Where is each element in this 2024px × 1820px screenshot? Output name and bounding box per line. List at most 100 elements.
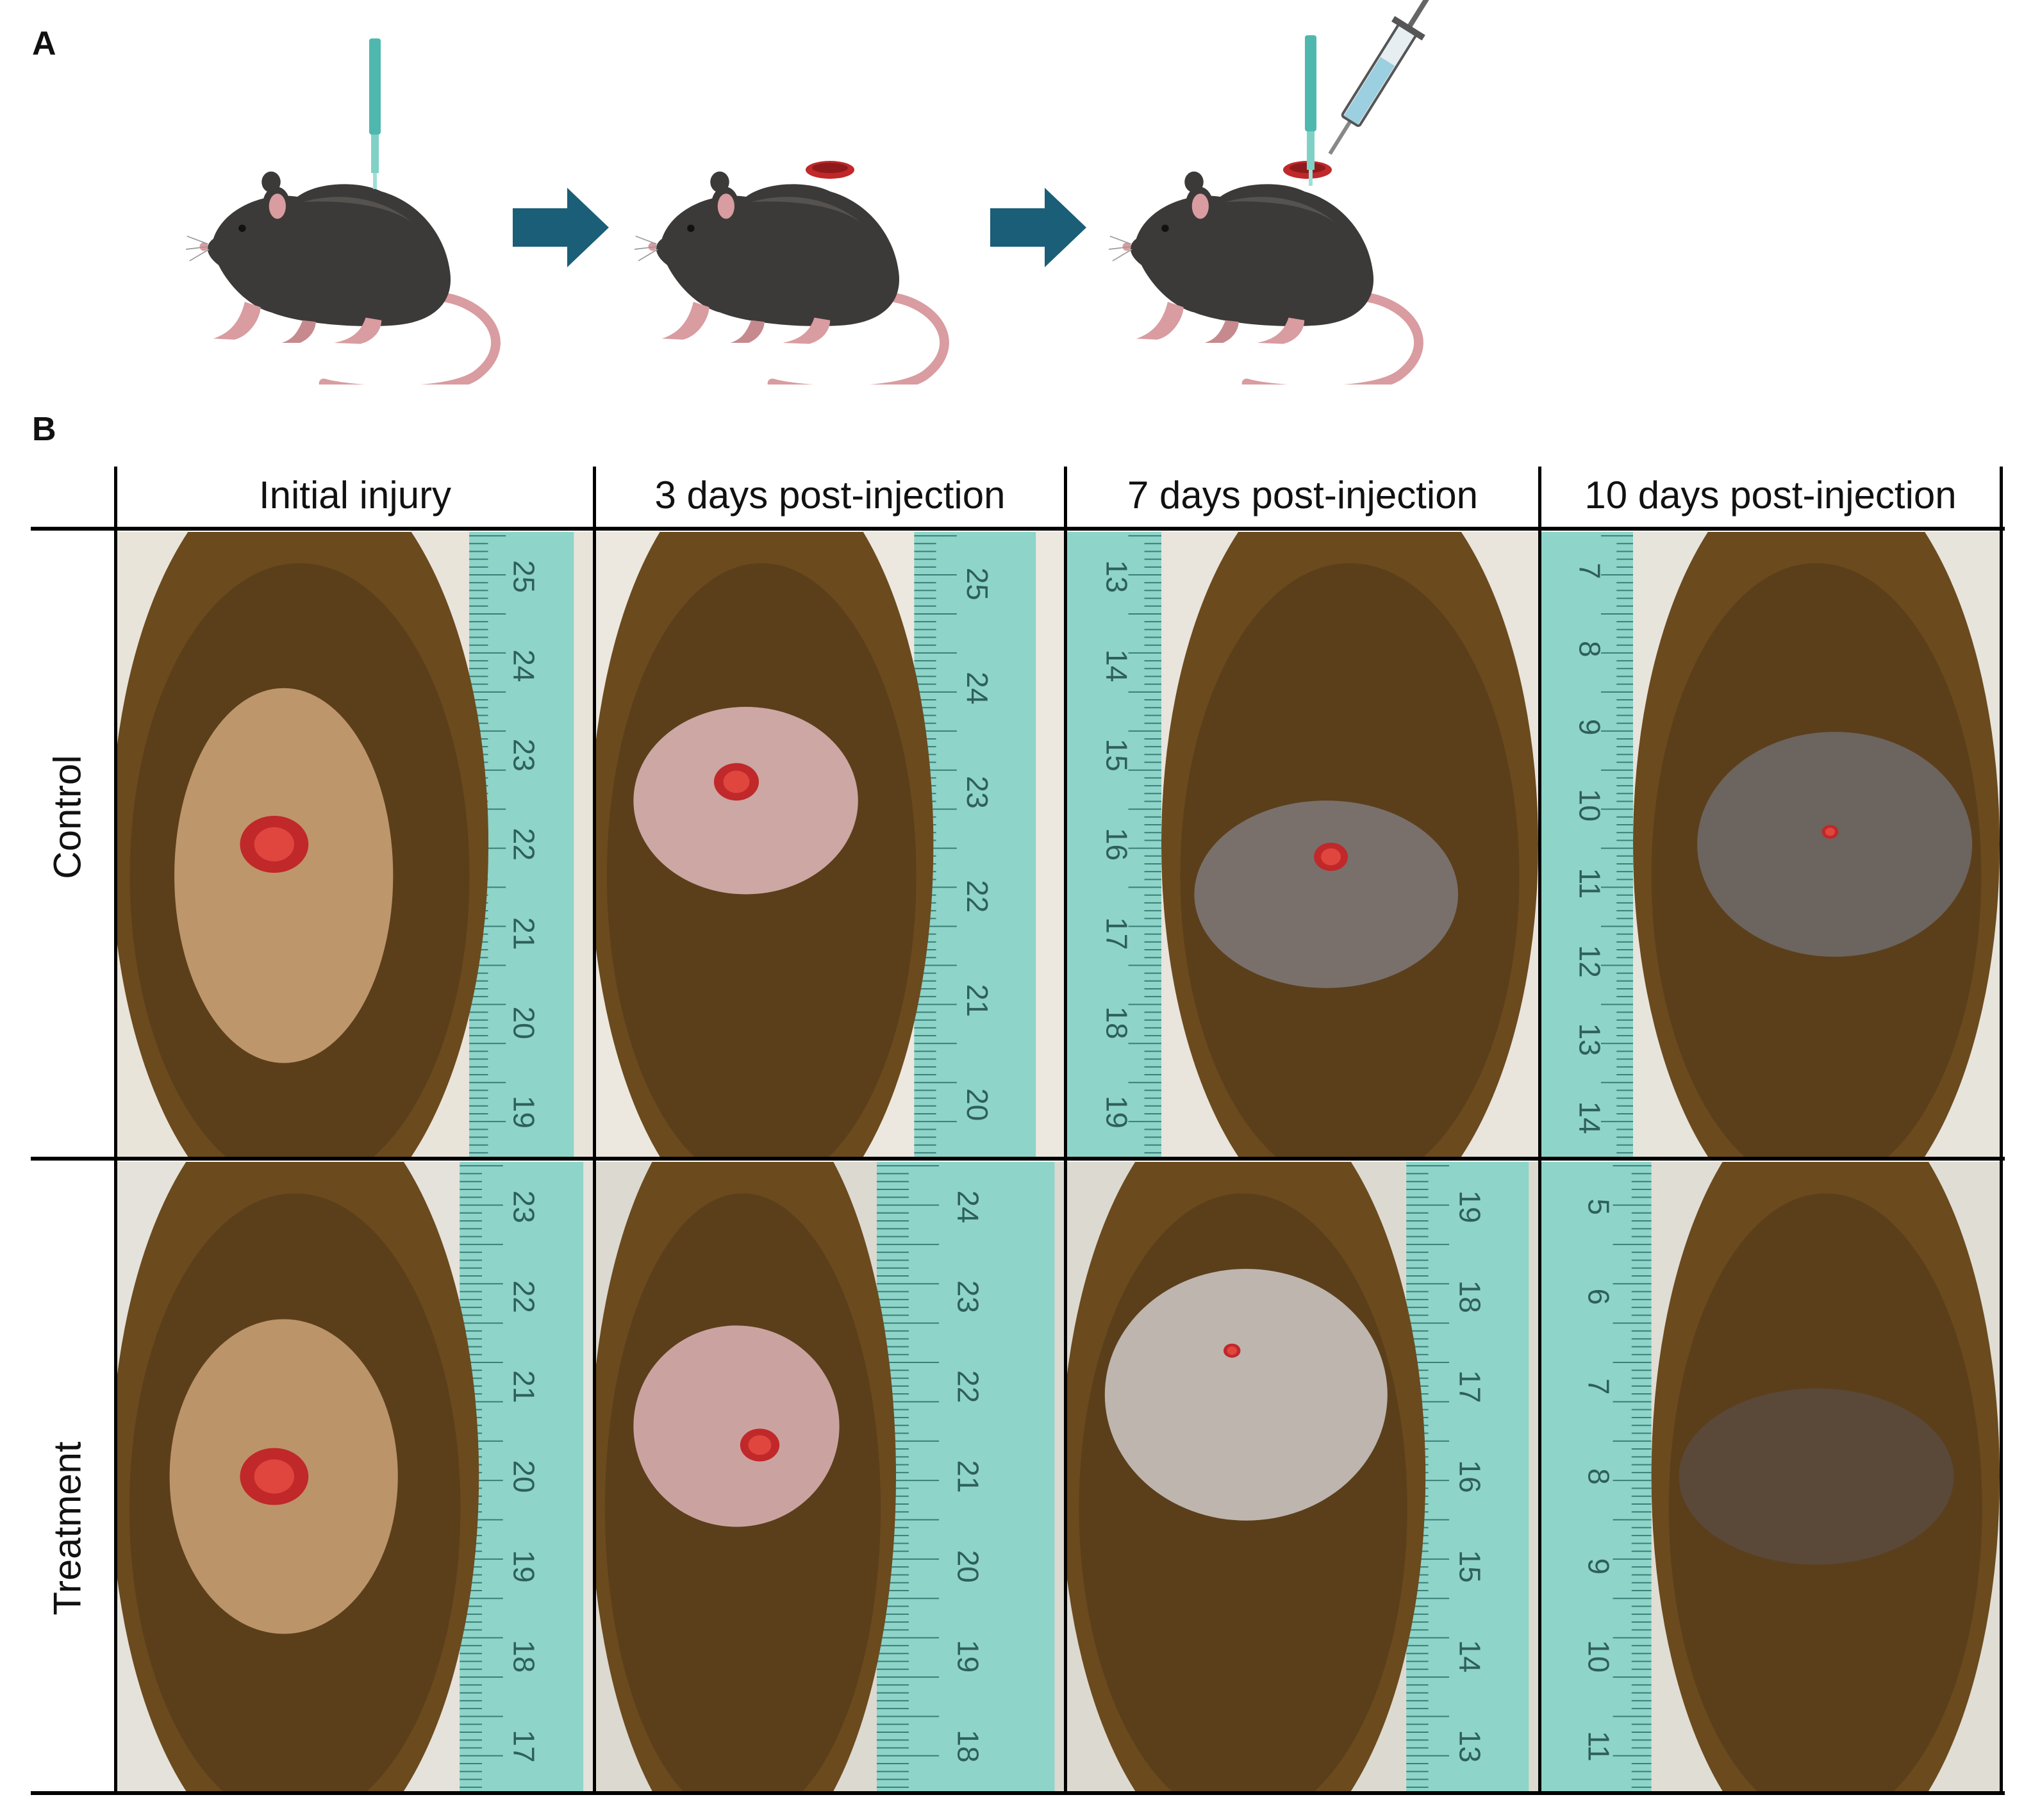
ruler-number: 18 (1454, 1280, 1487, 1313)
arrow-right-icon (990, 188, 1086, 267)
photo-control-day3: 25 24 23 22 21 20 (596, 532, 1064, 1157)
skin-patch (1104, 1268, 1388, 1521)
ruler-number: 11 (1582, 1731, 1616, 1762)
ruler-number: 22 (952, 1370, 985, 1403)
photo-treatment-day7-image: 19 18 17 16 15 14 13 (1067, 1162, 1538, 1791)
ruler-number: 10 (1573, 789, 1606, 822)
ruler-number: 20 (961, 1088, 994, 1121)
ruler-number: 23 (508, 739, 541, 772)
photo-control-day3-image: 25 24 23 22 21 20 (596, 532, 1064, 1157)
ruler-number: 15 (1454, 1550, 1487, 1583)
syringe-icon (1328, 0, 1434, 155)
grid-top-line (31, 527, 2005, 531)
column-header-day7: 7 days post-injection (1127, 473, 1478, 517)
ruler-number: 19 (1454, 1191, 1487, 1223)
ruler-number: 23 (952, 1280, 985, 1313)
ruler-number: 15 (1100, 739, 1133, 772)
ruler-number: 19 (952, 1640, 985, 1673)
grid-vline-4 (2000, 467, 2003, 1795)
ruler (877, 1162, 1055, 1791)
arrow-right-icon (513, 188, 609, 267)
photo-control-day7-image: 13 14 15 16 17 18 19 (1067, 532, 1538, 1157)
grid-vline-3 (1538, 467, 1541, 1795)
skin-patch (1697, 732, 1973, 957)
grid-bottom-line (31, 1791, 2005, 1795)
ruler-number: 20 (952, 1550, 985, 1583)
ruler-number: 22 (508, 1280, 541, 1313)
ruler-number: 23 (961, 776, 994, 809)
ruler-number: 14 (1100, 649, 1133, 682)
ruler-number: 25 (508, 560, 541, 593)
panel-label-b: B (32, 411, 56, 448)
column-header-day10: 10 days post-injection (1584, 473, 1957, 517)
ruler-number: 20 (508, 1460, 541, 1493)
ruler-number: 10 (1582, 1640, 1616, 1673)
mouse-icon (186, 172, 495, 385)
ruler (1406, 1162, 1529, 1791)
ruler-number: 14 (1573, 1101, 1606, 1134)
ruler-number: 16 (1100, 828, 1133, 861)
skin-patch (1679, 1388, 1954, 1565)
ruler-number: 24 (952, 1191, 985, 1223)
grid-vline-1 (593, 467, 596, 1795)
ruler-number: 17 (1100, 917, 1133, 950)
ruler (1541, 1162, 1652, 1791)
ruler-number: 7 (1582, 1378, 1616, 1395)
ruler-number: 9 (1582, 1558, 1616, 1575)
ruler-number: 19 (1100, 1096, 1133, 1129)
ruler-number: 13 (1454, 1730, 1487, 1762)
ruler-number: 19 (508, 1550, 541, 1583)
ruler-number: 14 (1454, 1640, 1487, 1673)
row-label-treatment: Treatment (46, 1441, 89, 1616)
ruler-number: 20 (508, 1006, 541, 1039)
ruler-number: 9 (1573, 719, 1606, 736)
biopsy-punch-icon (369, 38, 381, 189)
photo-treatment-day3: 24 23 22 21 20 19 18 (596, 1162, 1064, 1791)
ruler-number: 19 (508, 1096, 541, 1129)
row-label-control: Control (46, 755, 89, 879)
skin-patch (174, 688, 394, 1063)
ruler-number: 18 (952, 1730, 985, 1762)
photo-treatment-day10-image: 5 6 7 8 9 10 11 (1541, 1162, 2000, 1791)
ruler-number: 21 (508, 917, 541, 950)
ruler-number: 22 (961, 880, 994, 913)
ruler-number: 11 (1573, 868, 1606, 899)
ruler (1541, 532, 1633, 1157)
ruler-number: 13 (1573, 1023, 1606, 1056)
ruler-number: 5 (1582, 1198, 1616, 1215)
mouse-icon (1109, 172, 1418, 385)
column-header-initial: Initial injury (258, 473, 452, 517)
ruler-number: 21 (961, 984, 994, 1017)
ruler-number: 21 (508, 1370, 541, 1403)
ruler-number: 7 (1573, 563, 1606, 579)
ruler-number: 17 (508, 1730, 541, 1762)
ruler-number: 18 (1100, 1006, 1133, 1039)
ruler (460, 1162, 584, 1791)
ruler (1067, 532, 1161, 1157)
ruler-number: 21 (952, 1460, 985, 1493)
skin-patch (1194, 800, 1459, 988)
ruler-number: 6 (1582, 1289, 1616, 1305)
grid-vline-0 (114, 467, 117, 1795)
skin-patch (633, 1325, 840, 1527)
ruler-number: 22 (508, 828, 541, 861)
wound-icon (806, 161, 854, 179)
procedure-schematic (0, 0, 1434, 385)
ruler-number: 8 (1582, 1468, 1616, 1485)
ruler-number: 24 (961, 672, 994, 704)
photo-control-day7: 13 14 15 16 17 18 19 (1067, 532, 1538, 1157)
ruler-number: 16 (1454, 1460, 1487, 1493)
ruler-number: 17 (1454, 1370, 1487, 1403)
grid-middle-line (31, 1157, 2005, 1161)
column-header-day3: 3 days post-injection (654, 473, 1006, 517)
ruler-number: 13 (1100, 560, 1133, 593)
ruler-number: 8 (1573, 641, 1606, 658)
grid-vline-2 (1064, 467, 1067, 1795)
photo-treatment-day3-image: 24 23 22 21 20 19 18 (596, 1162, 1064, 1791)
ruler-number: 25 (961, 568, 994, 600)
